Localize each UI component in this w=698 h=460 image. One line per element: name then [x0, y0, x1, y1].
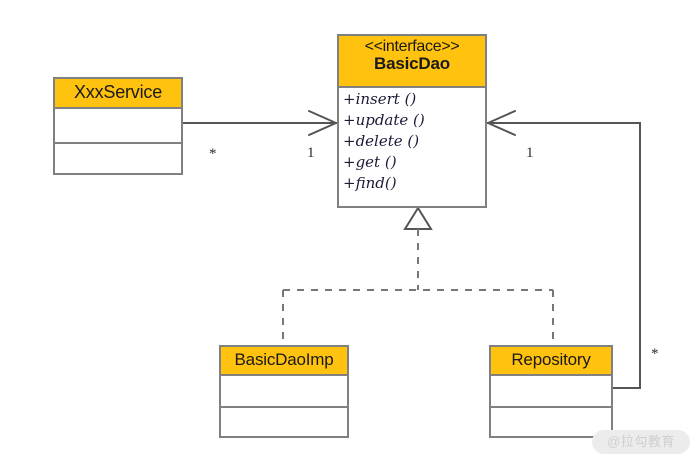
member-delete: +delete () [343, 132, 420, 150]
edge-service-to-dao [183, 110, 337, 136]
open-arrowhead-icon [308, 110, 337, 136]
watermark: @拉勾教育 [592, 430, 690, 454]
class-box-basic-dao-imp[interactable]: BasicDaoImp [219, 345, 349, 438]
member-insert: +insert () [343, 90, 417, 108]
class-header-repository: Repository [491, 347, 611, 376]
member-get: +get () [343, 153, 397, 171]
multiplicity-service-many: * [209, 146, 217, 162]
class-name-xxx-service: XxxService [73, 82, 163, 102]
operations-compartment-xxx-service [55, 142, 181, 173]
attributes-compartment-repository [491, 376, 611, 406]
class-name-basic-dao: BasicDao [374, 54, 450, 74]
attributes-compartment-xxx-service [55, 109, 181, 142]
class-name-repository: Repository [511, 350, 591, 369]
class-box-basic-dao[interactable]: <<interface>> BasicDao +insert () +updat… [337, 34, 487, 208]
multiplicity-dao-one-right: 1 [526, 145, 534, 161]
open-arrowhead-icon [487, 110, 516, 136]
class-header-xxx-service: XxxService [55, 79, 181, 109]
operations-compartment-repository [491, 406, 611, 436]
attributes-compartment-basic-dao-imp [221, 376, 347, 406]
operations-compartment-basic-dao: +insert () +update () +delete () +get ()… [339, 88, 485, 206]
class-stereotype-basic-dao: <<interface>> [364, 38, 460, 55]
class-header-basic-dao: <<interface>> BasicDao [339, 36, 485, 88]
class-box-xxx-service[interactable]: XxxService [53, 77, 183, 175]
operations-compartment-basic-dao-imp [221, 406, 347, 436]
edge-realization-tree [282, 206, 554, 345]
class-header-basic-dao-imp: BasicDaoImp [221, 347, 347, 376]
class-name-basic-dao-imp: BasicDaoImp [234, 350, 334, 369]
multiplicity-repository-many: * [651, 346, 659, 362]
class-box-repository[interactable]: Repository [489, 345, 613, 438]
multiplicity-dao-one-left: 1 [307, 145, 315, 161]
member-find: +find() [343, 174, 397, 192]
member-update: +update () [343, 111, 425, 129]
hollow-triangle-icon [403, 206, 433, 230]
